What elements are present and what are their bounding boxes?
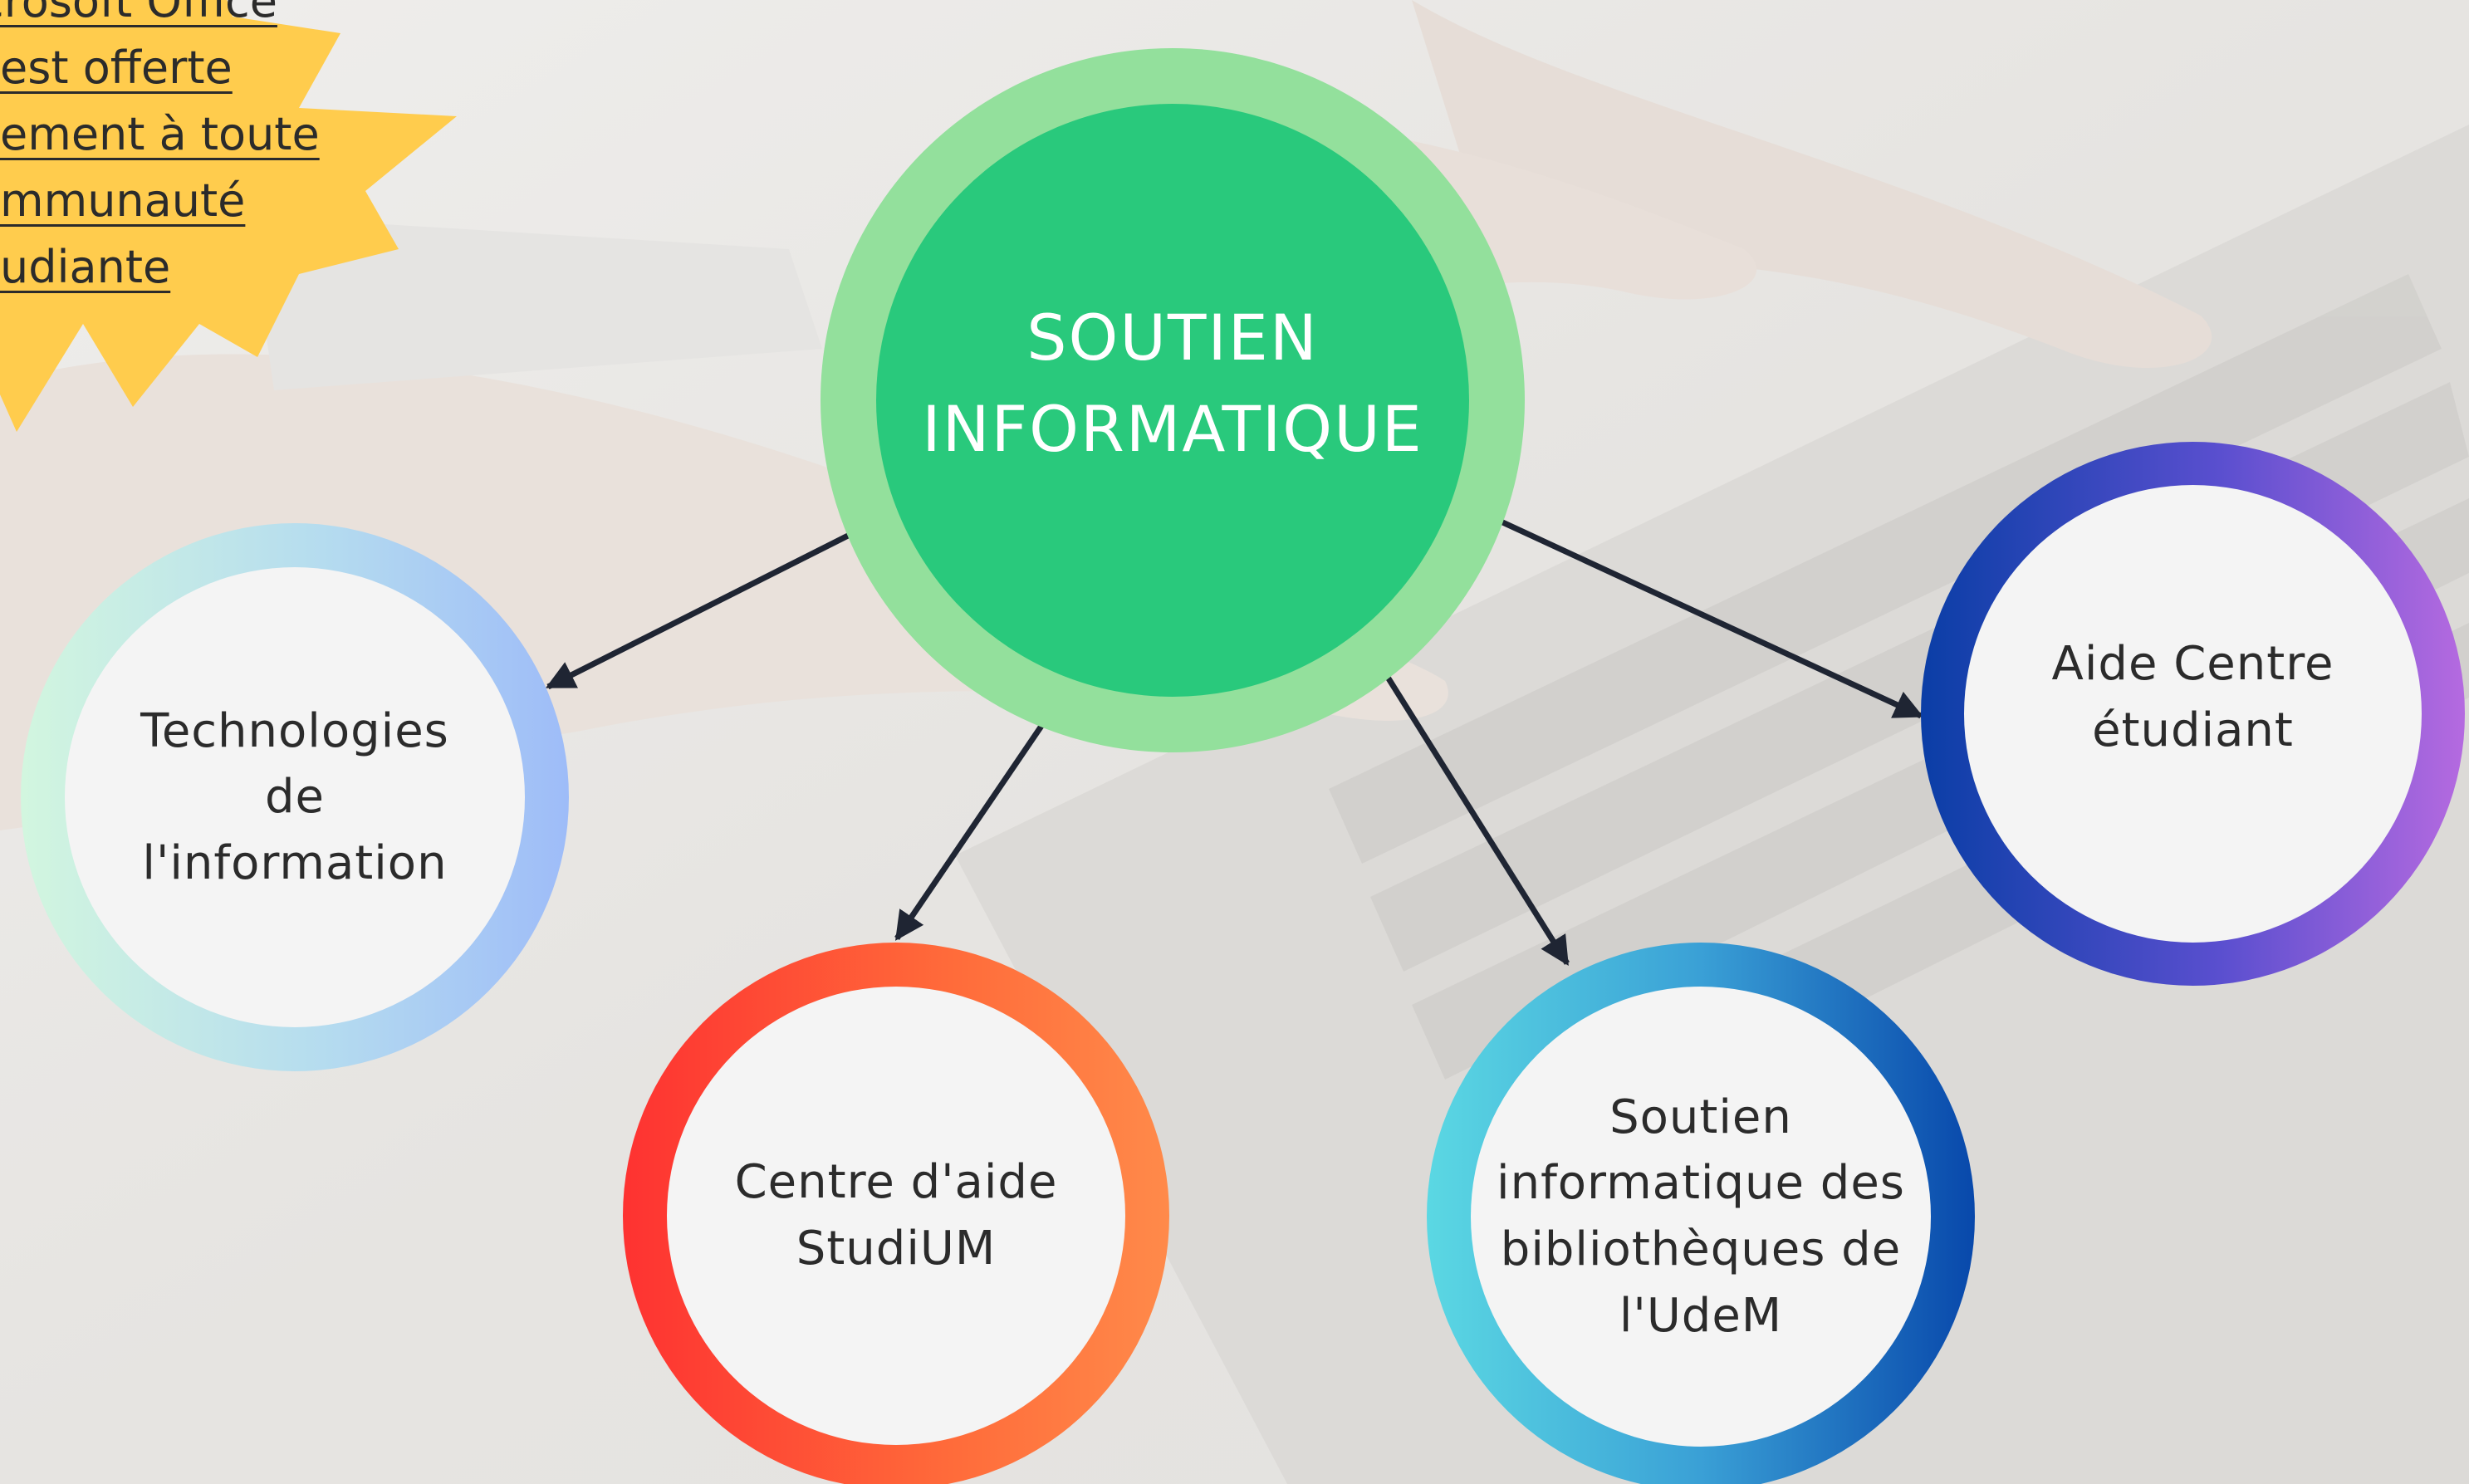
badge-line[interactable]: est offerte xyxy=(0,42,233,94)
arrow-to-studium xyxy=(894,693,1065,941)
node-label: Centre d'aide StudiUM xyxy=(734,1155,1058,1276)
starburst-shape xyxy=(0,0,457,432)
badge-line[interactable]: udiante xyxy=(0,241,171,293)
node-label: Soutien informatique des bibliothèques d… xyxy=(1497,1090,1905,1343)
arrow-to-bibliotheques xyxy=(1368,648,1570,966)
node-centre-aide-studium[interactable]: Centre d'aide StudiUM xyxy=(623,943,1169,1484)
badge-line[interactable]: ement à toute xyxy=(0,108,320,160)
node-aide-centre-etudiant[interactable]: Aide Centre étudiant xyxy=(1921,442,2465,986)
starburst-badge xyxy=(0,0,457,432)
arrow-to-technologies xyxy=(545,526,863,690)
arrow-to-centre-etudiant xyxy=(1485,512,1924,719)
center-title-line2: INFORMATIQUE xyxy=(922,392,1423,466)
node-label: Technologies de l'information xyxy=(140,703,449,890)
node-label: Aide Centre étudiant xyxy=(2051,636,2334,757)
center-title-line1: SOUTIEN xyxy=(1026,300,1319,375)
badge-line[interactable]: icrosoft Office xyxy=(0,0,277,27)
node-technologies-information[interactable]: Technologies de l'information xyxy=(21,523,569,1071)
center-node[interactable]: SOUTIEN INFORMATIQUE xyxy=(876,104,1469,697)
badge-line[interactable]: mmunauté xyxy=(0,174,246,227)
badge-text: icrosoft Office est offerte ement à tout… xyxy=(0,0,365,301)
node-soutien-bibliotheques-udem[interactable]: Soutien informatique des bibliothèques d… xyxy=(1427,943,1975,1484)
